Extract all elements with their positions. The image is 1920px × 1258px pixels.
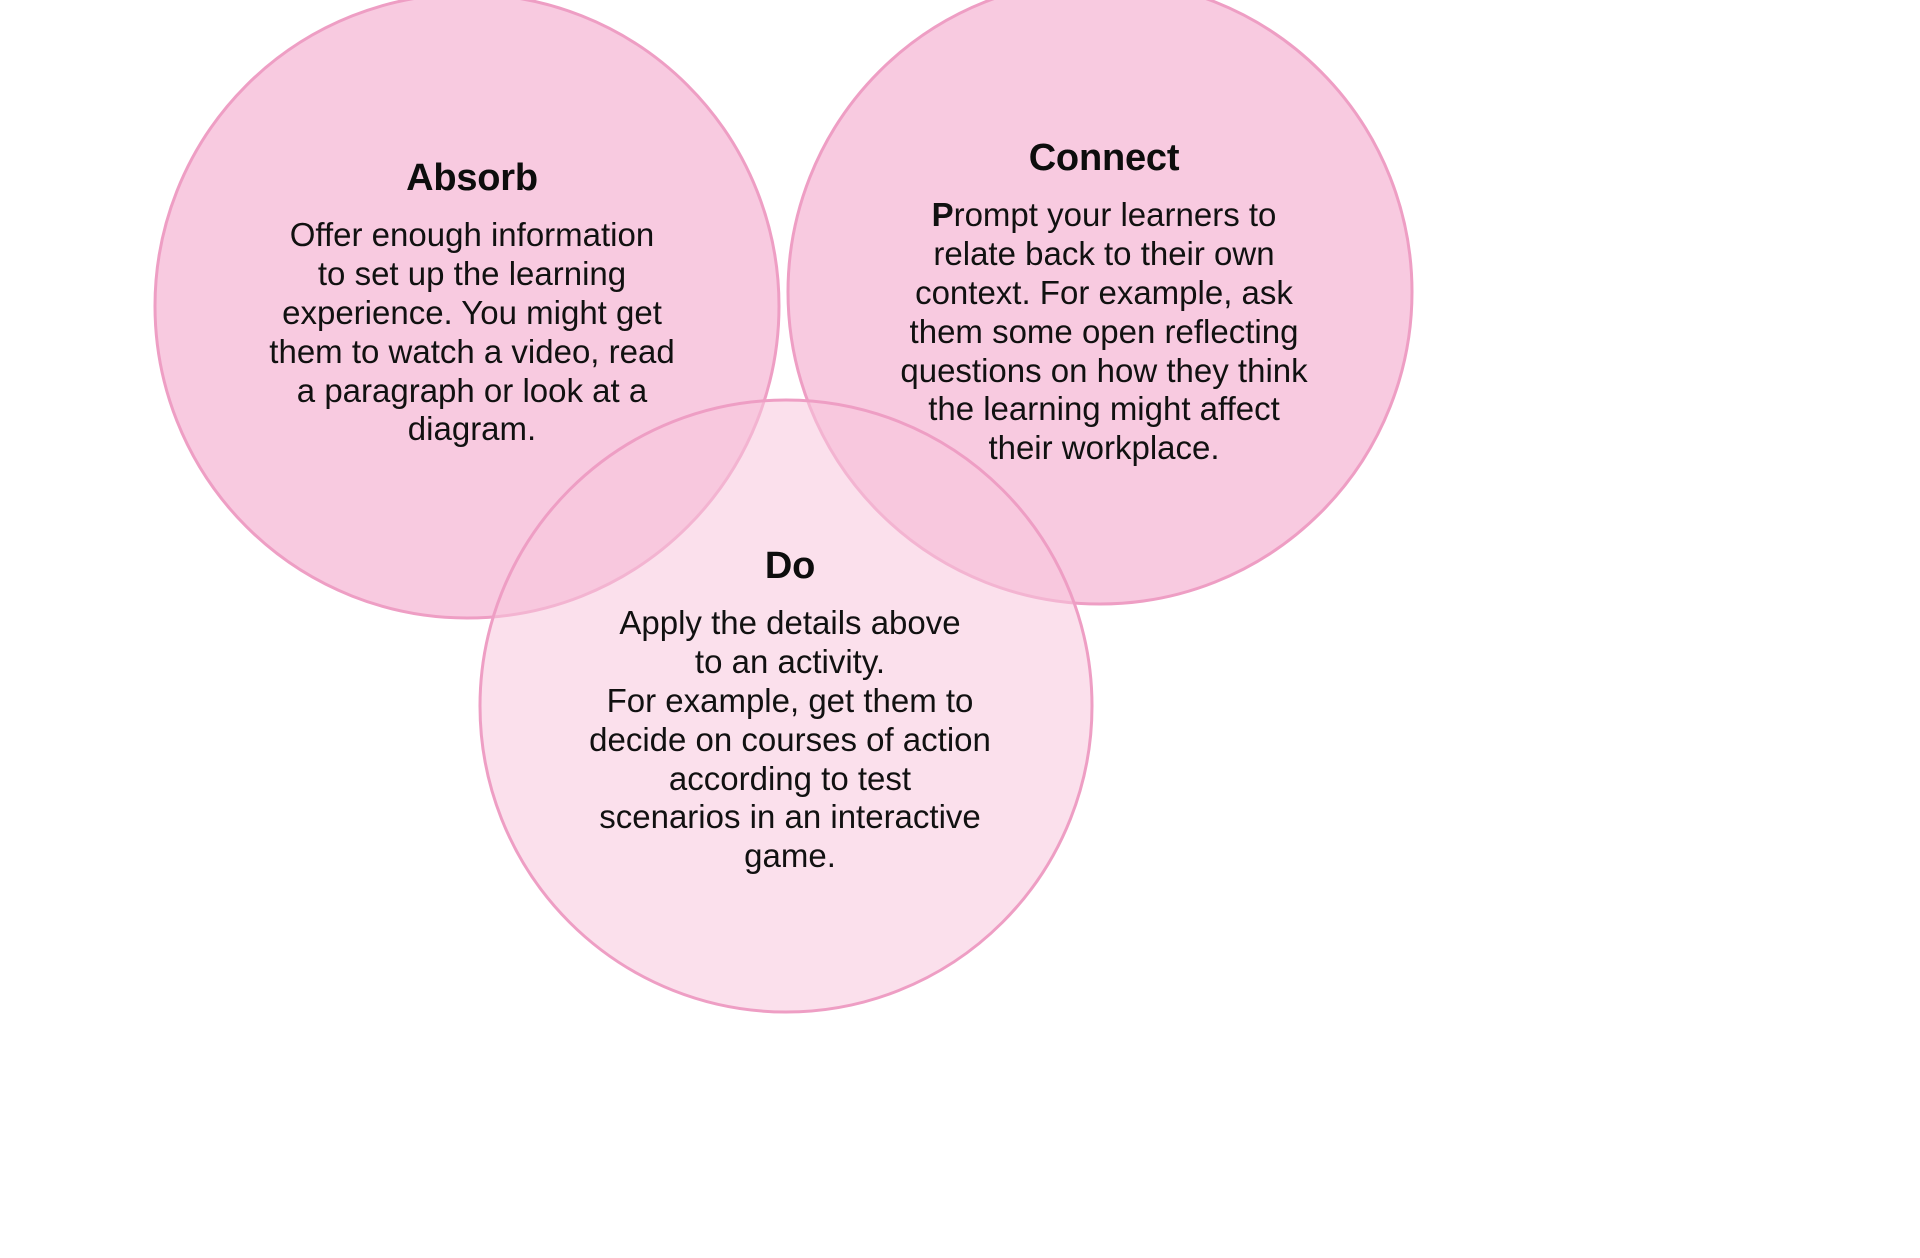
absorb-body: Offer enough information to set up the l… bbox=[269, 215, 675, 448]
venn-label-do[interactable]: Do Apply the details above to an activit… bbox=[555, 545, 1025, 876]
do-heading: Do bbox=[764, 545, 816, 587]
connect-heading: Connect bbox=[1028, 137, 1180, 179]
venn-circle-shapes bbox=[153, 0, 1414, 1014]
connect-body-rest: rompt your learners to relate back to th… bbox=[900, 195, 1308, 467]
circle-do[interactable] bbox=[478, 398, 1094, 1014]
do-body: Apply the details above to an activity. … bbox=[589, 603, 991, 875]
venn-label-absorb[interactable]: Absorb Offer enough information to set u… bbox=[237, 157, 707, 449]
connect-body-lead: P bbox=[931, 195, 954, 233]
absorb-heading: Absorb bbox=[406, 157, 538, 199]
venn-label-connect[interactable]: Connect Prompt your learners to relate b… bbox=[874, 137, 1334, 469]
connect-body: Prompt your learners to relate back to t… bbox=[874, 196, 1334, 469]
